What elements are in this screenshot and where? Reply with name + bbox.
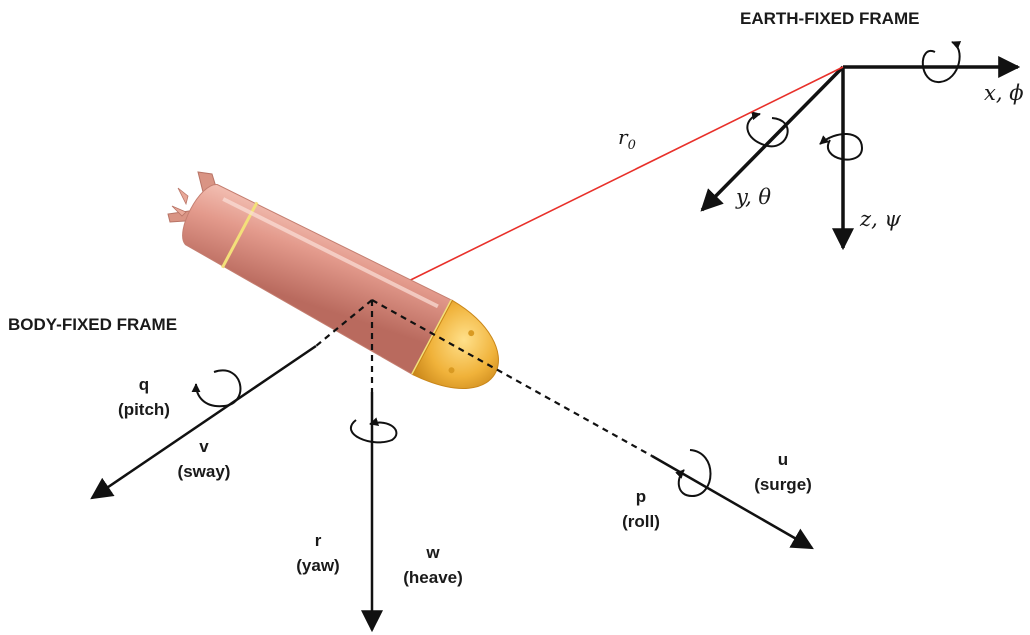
- pitch-rotation-icon: [191, 369, 242, 408]
- body-frame-title: BODY-FIXED FRAME: [8, 315, 177, 334]
- surge-axis: [651, 454, 814, 550]
- yaw-name: (yaw): [296, 556, 339, 575]
- pitch-name: (pitch): [118, 400, 170, 419]
- vehicle-nose-cone: [412, 299, 499, 389]
- sway-axis: [90, 344, 317, 500]
- hull-highlight: [222, 197, 439, 309]
- hull-band-rear: [221, 201, 259, 269]
- earth-y-label: y, θ: [735, 185, 771, 209]
- yaw-symbol: r: [315, 531, 322, 550]
- earth-frame-title: EARTH-FIXED FRAME: [740, 9, 919, 28]
- nose-sensor-2: [448, 367, 455, 374]
- body-fixed-frame: BODY-FIXED FRAME q (pitch) v (sway) r (y…: [8, 299, 814, 633]
- roll-symbol: p: [636, 487, 646, 506]
- surge-name: (surge): [754, 475, 812, 494]
- heave-name: (heave): [403, 568, 463, 587]
- surge-symbol: u: [778, 450, 788, 469]
- sway-symbol: v: [199, 437, 209, 456]
- earth-x-label: x, ϕ: [984, 81, 1024, 105]
- surge-axis-dashed: [371, 299, 653, 457]
- roll-rotation-icon: [675, 449, 712, 498]
- sway-name: (sway): [178, 462, 231, 481]
- roll-name: (roll): [622, 512, 660, 531]
- vehicle-hull: [182, 184, 454, 376]
- position-vector-line: [372, 66, 844, 299]
- position-vector-symbol: r: [618, 125, 629, 149]
- earth-y-axis: [700, 65, 845, 212]
- earth-x-rotation-icon: [921, 41, 962, 84]
- position-vector-label: r0: [618, 125, 636, 153]
- position-vector: r0: [372, 66, 844, 299]
- earth-z-label: z, ψ: [859, 207, 901, 231]
- earth-y-rotation-icon: [746, 111, 789, 148]
- underwater-vehicle: [167, 171, 499, 389]
- heave-symbol: w: [425, 543, 440, 562]
- position-vector-subscript: 0: [628, 138, 636, 153]
- earth-z-rotation-icon: [819, 132, 864, 161]
- sway-axis-dashed: [315, 299, 373, 347]
- earth-fixed-frame: EARTH-FIXED FRAME x, ϕ y, θ z, ψ: [700, 9, 1024, 251]
- nose-sensor-1: [468, 330, 475, 337]
- yaw-rotation-icon: [349, 417, 398, 444]
- pitch-symbol: q: [139, 375, 149, 394]
- propeller-icon: [171, 187, 189, 217]
